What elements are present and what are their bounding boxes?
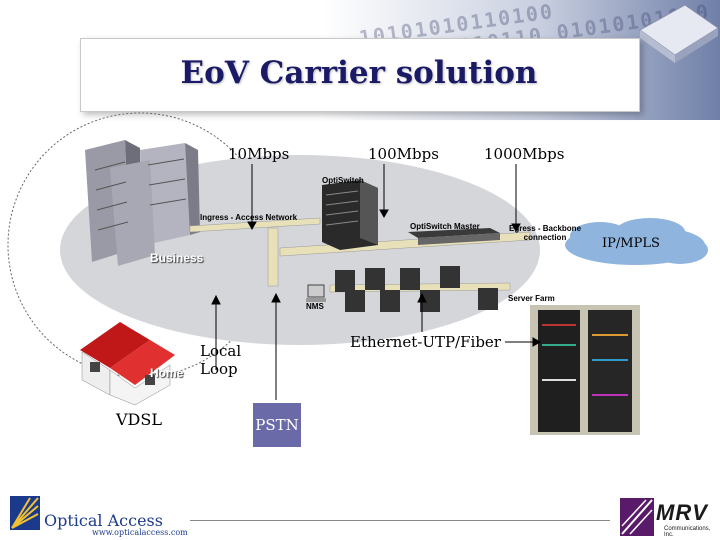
speed-arrows — [247, 164, 521, 233]
optical-access-logo-text: Optical Access — [44, 511, 163, 530]
speed-100mbps-label: 100Mbps — [368, 145, 439, 163]
ip-mpls-cloud-icon — [565, 218, 708, 265]
egress-label: Egress - Backbone connection — [508, 224, 582, 242]
speed-10mbps-label: 10Mbps — [228, 145, 290, 163]
optical-access-logo-icon — [10, 496, 40, 530]
pstn-box: PSTN — [253, 403, 301, 447]
nms-label: NMS — [306, 302, 324, 311]
title-panel — [80, 38, 640, 112]
home-house-icon — [80, 322, 175, 406]
business-label: Business — [150, 251, 204, 265]
home-label: Home — [150, 366, 184, 380]
mrv-logo-icon — [620, 498, 654, 536]
server-farm-icon — [335, 266, 498, 312]
server-rack-photo — [530, 305, 640, 435]
mrv-logo-subtext: Communications, Inc. — [664, 526, 711, 538]
ethernet-utp-fiber-label: Ethernet-UTP/Fiber — [350, 333, 501, 351]
optiswitch-master-label: OptiSwitch Master — [410, 222, 480, 231]
local-loop-label: Local Loop — [200, 342, 242, 378]
speed-1000mbps-label: 1000Mbps — [484, 145, 565, 163]
mrv-logo-text: MRV — [656, 500, 708, 525]
optiswitch-label: OptiSwitch — [322, 176, 364, 185]
access-riser — [267, 227, 279, 287]
nms-computer-icon — [306, 284, 326, 302]
page-title: EoV Carrier solution — [180, 55, 538, 91]
optical-access-url: www.opticalaccess.com — [92, 528, 188, 537]
server-farm-label: Server Farm — [508, 294, 555, 303]
local-loop-arrow — [211, 294, 221, 370]
footer-divider — [190, 520, 610, 521]
ethernet-arrows — [417, 292, 542, 347]
ingress-bar — [189, 217, 321, 233]
optiswitch-master-icon — [408, 228, 500, 245]
business-buildings-icon — [85, 140, 200, 266]
optiswitch-rack-icon — [322, 180, 378, 250]
ip-mpls-label: IP/MPLS — [602, 236, 660, 251]
chip-icon — [639, 4, 719, 63]
pstn-arrow — [271, 292, 281, 400]
ingress-label: Ingress - Access Network — [200, 213, 298, 222]
vdsl-label: VDSL — [116, 410, 162, 429]
